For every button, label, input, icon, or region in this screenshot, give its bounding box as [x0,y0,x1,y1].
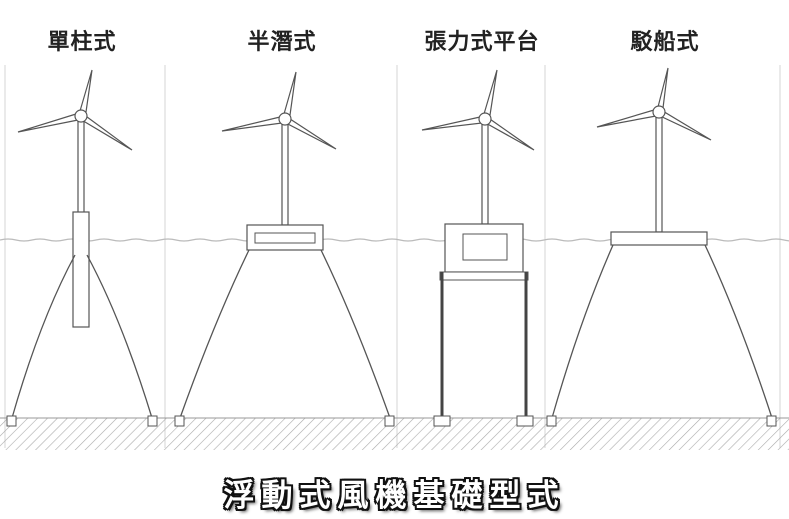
turbine-tower [655,113,663,233]
turbine [596,67,712,233]
turbine-tower [281,120,289,226]
spar-buoy [72,211,90,328]
tension-leg-type-label: 張力式平台 [424,30,540,55]
anchor [433,415,451,427]
spar-type-label: 單柱式 [47,30,117,55]
turbine-tower [77,117,85,217]
barge-type-label: 駁船式 [630,30,700,55]
turbine-rotor [421,69,535,151]
catenary-mooring-lines [179,249,391,419]
barge-platform [610,231,708,246]
turbine [17,69,133,217]
platform-inner-tank [462,233,508,261]
turbine-rotor [221,71,337,150]
turbine-tower [481,120,489,225]
anchor [766,415,777,427]
diagram-caption: 浮動式風機基礎型式 [223,478,566,514]
turbine-rotor [17,69,133,151]
anchor [6,415,17,427]
anchor [174,415,185,427]
catenary-mooring-lines [11,254,153,419]
anchor [147,415,158,427]
anchor [384,415,395,427]
catenary-mooring-lines [551,244,773,419]
tension-leg-foundation [421,69,535,427]
anchor [516,415,534,427]
turbine [421,69,535,225]
semi-submersible-foundation [174,71,395,427]
turbine-rotor [596,67,712,141]
floating-foundation-diagram [0,65,789,450]
semi-submersible-type-label: 半潛式 [247,30,317,55]
anchor [546,415,557,427]
barge-foundation [546,67,777,427]
tension-tendon-frame [439,271,529,281]
turbine [221,71,337,226]
panel-dividers [4,65,781,448]
spar-foundation [6,69,158,427]
platform-pontoon [254,232,316,244]
